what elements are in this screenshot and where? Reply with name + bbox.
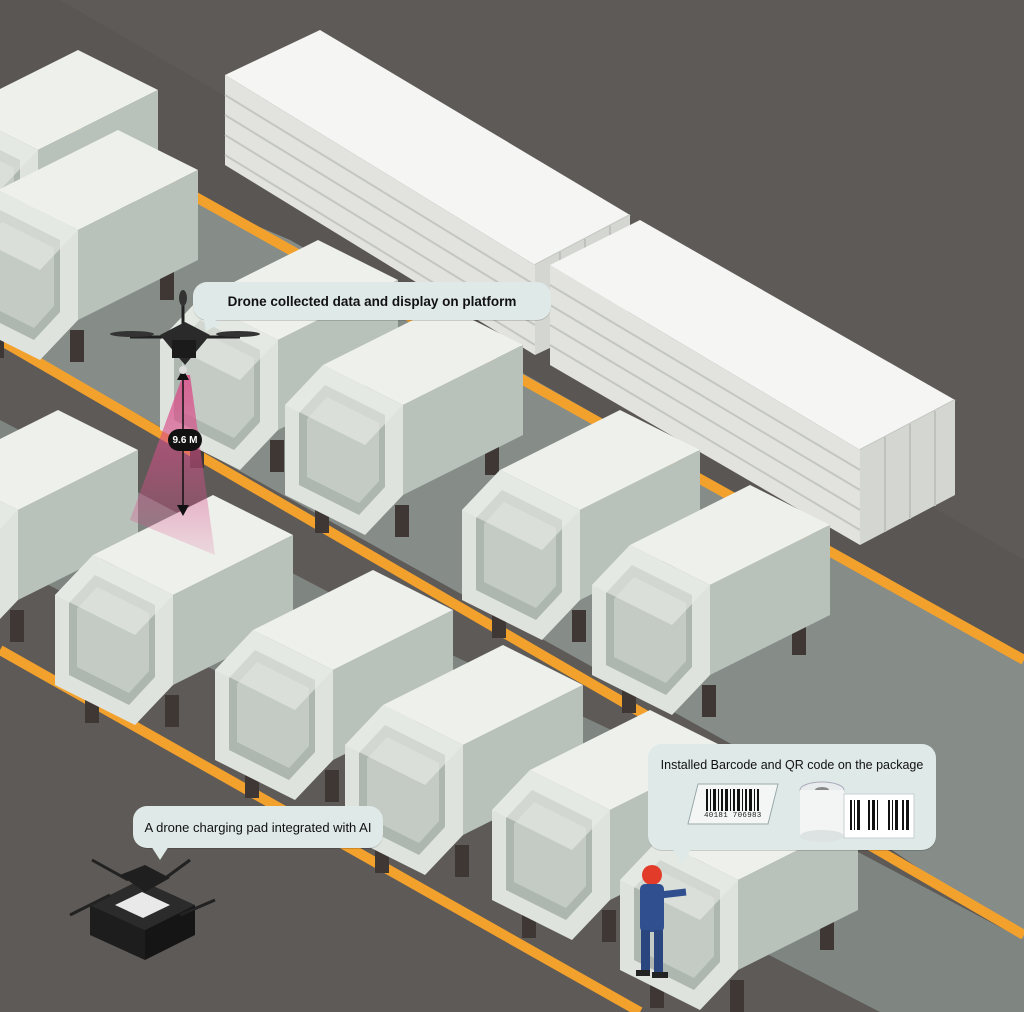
steel-beam-stack (549, 220, 956, 545)
charging-pad-callout: A drone charging pad integrated with AI (133, 806, 383, 860)
barcode-icon (687, 783, 779, 825)
label-roll-icon (799, 781, 915, 842)
barcode-number: 40181 706983 (704, 812, 762, 820)
drone-height-label: 9.6 M (168, 429, 202, 451)
drone-data-callout: Drone collected data and display on plat… (193, 282, 551, 336)
charging-pad-icon (69, 858, 216, 960)
barcode-callout-title: Installed Barcode and QR code on the pac… (660, 758, 924, 772)
drone-icon (110, 290, 260, 374)
barcode-callout: Installed Barcode and QR code on the pac… (648, 744, 936, 864)
worker-figure (636, 865, 687, 978)
drone-data-text: Drone collected data and display on plat… (227, 293, 517, 309)
scan-beam (130, 375, 215, 555)
charging-pad-text: A drone charging pad integrated with AI (144, 819, 372, 835)
